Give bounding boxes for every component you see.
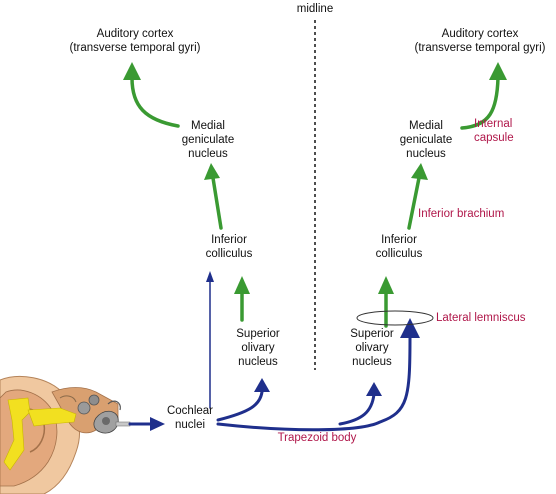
left-colliculus-arrowhead bbox=[234, 276, 250, 294]
left-colliculus-to-geniculate bbox=[211, 176, 223, 230]
left-geniculate-to-cortex bbox=[130, 76, 180, 128]
left-auditory-cortex-label: Auditory cortex (transverse temporal gyr… bbox=[69, 28, 201, 54]
trapezoid-body-label: Trapezoid body bbox=[277, 432, 357, 444]
right-medial-geniculate-label: Medial geniculate nucleus bbox=[399, 120, 453, 160]
inferior-brachium-label: Inferior brachium bbox=[418, 208, 505, 220]
left-inferior-colliculus-label: Inferior colliculus bbox=[205, 234, 253, 260]
blue-pathways bbox=[128, 279, 412, 432]
right-geniculate-arrowhead bbox=[411, 163, 428, 180]
left-superior-olivary-arrowhead bbox=[254, 378, 270, 392]
cochlear-nuclei-label: Cochlear nuclei bbox=[166, 405, 214, 431]
lateral-lemniscus-ring bbox=[356, 310, 434, 326]
left-inferior-colliculus-arrowhead bbox=[206, 271, 214, 282]
right-colliculus-arrowhead bbox=[378, 276, 394, 294]
right-inferior-colliculus-label: Inferior colliculus bbox=[375, 234, 423, 260]
right-geniculate-to-cortex bbox=[460, 76, 500, 130]
left-medial-geniculate-label: Medial geniculate nucleus bbox=[181, 120, 235, 160]
green-arrowheads bbox=[123, 62, 507, 294]
right-cortex-arrowhead bbox=[489, 62, 507, 80]
ear-illustration bbox=[0, 375, 131, 494]
ear-arrowhead bbox=[150, 417, 165, 431]
internal-capsule-label: Internal capsule bbox=[474, 118, 514, 144]
trapezoid-to-superior-olivary-right bbox=[338, 392, 376, 426]
left-cortex-arrowhead bbox=[123, 62, 141, 80]
cochlear-to-superior-olivary-left bbox=[216, 390, 264, 422]
left-superior-olivary-label: Superior olivary nucleus bbox=[236, 328, 280, 368]
green-pathways bbox=[130, 76, 500, 328]
right-colliculus-to-geniculate bbox=[407, 176, 421, 230]
lateral-lemniscus-label: Lateral lemniscus bbox=[436, 312, 526, 324]
right-auditory-cortex-label: Auditory cortex (transverse temporal gyr… bbox=[414, 28, 546, 54]
left-geniculate-arrowhead bbox=[204, 163, 220, 180]
blue-arrowheads bbox=[150, 271, 420, 431]
right-superior-olivary-arrowhead bbox=[366, 382, 382, 396]
right-superior-olivary-label: Superior olivary nucleus bbox=[350, 328, 394, 368]
right-lateral-lemniscus-arrowhead bbox=[400, 318, 420, 338]
midline-label: midline bbox=[296, 3, 334, 15]
trapezoid-body bbox=[216, 334, 412, 432]
